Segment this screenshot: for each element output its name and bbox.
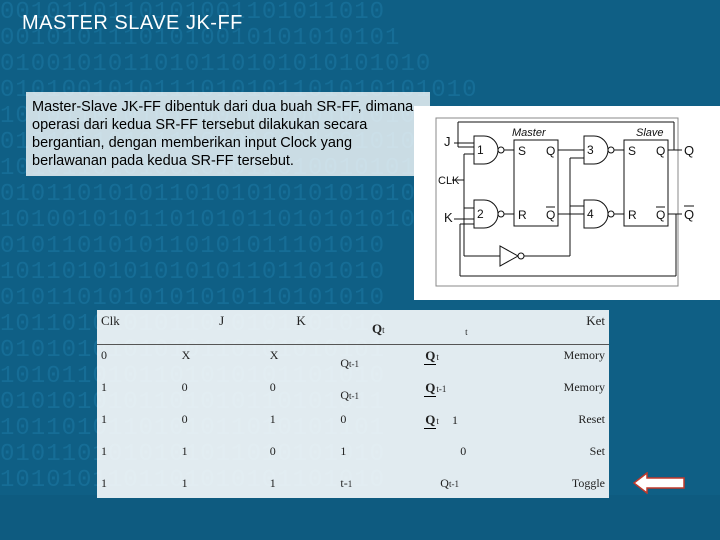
cell-t-pre: Q [440, 476, 449, 490]
cell-ket: Memory [563, 380, 605, 394]
header-t-label: t [465, 327, 468, 337]
cell-qt-main: Q [340, 356, 350, 370]
gate-4-label: 4 [587, 207, 594, 221]
cell-clk: 1 [101, 476, 107, 490]
cell-ket: Set [589, 444, 605, 458]
label-qbar-out: Q [684, 207, 694, 222]
cell-qt-main: 0 [340, 412, 347, 426]
cell-qt-main: Q [340, 388, 350, 402]
cell-t-sub: t [436, 352, 439, 362]
cell-clk: 0 [101, 348, 107, 362]
truth-table-panel: Clk J K Qt t Ket 0 X X Qt-1 Qt Memory [97, 310, 609, 498]
cell-t: Qt-1 [420, 377, 512, 409]
cell-qt-sub: t-1 [349, 391, 360, 401]
back-arrow-icon[interactable] [633, 472, 685, 494]
gate-3-label: 3 [587, 143, 594, 157]
header-j: J [177, 310, 266, 345]
header-t: t [420, 310, 513, 345]
cell-clk: 1 [101, 444, 107, 458]
table-row: 0 X X Qt-1 Qt Memory [97, 345, 609, 378]
label-q2: Q [656, 144, 665, 158]
header-qt-label: Q [372, 321, 383, 336]
description-text: Master-Slave JK-FF dibentuk dari dua bua… [32, 99, 414, 169]
cell-k: 0 [269, 380, 276, 394]
sr-ff-slave [623, 139, 669, 227]
truth-table: Clk J K Qt t Ket 0 X X Qt-1 Qt Memory [97, 310, 609, 505]
gate-1-label: 1 [477, 143, 484, 157]
description-box: Master-Slave JK-FF dibentuk dari dua bua… [26, 92, 430, 176]
table-row: 1 0 1 0 Qt 1 Reset [97, 409, 609, 441]
bottom-band [0, 495, 720, 540]
cell-j: 1 [181, 444, 188, 458]
cell-j: 1 [181, 476, 188, 490]
inverter-gate [499, 245, 520, 267]
label-qbar2: Q [656, 208, 665, 222]
cell-k: 1 [269, 412, 276, 426]
table-row: 1 1 0 1 0 Set [97, 441, 609, 473]
cell-k: 1 [269, 476, 276, 490]
header-ket: Ket [512, 310, 609, 345]
header-qt: Qt [336, 310, 421, 345]
q-overline-symbol: Q [424, 412, 437, 429]
cell-qt: 1 [336, 441, 420, 473]
table-row: 1 1 1 t-1 Qt-1 Toggle [97, 473, 609, 505]
cell-qt: t-1 [336, 473, 420, 505]
cell-qt: 0 [336, 409, 420, 441]
cell-qt: Qt-1 [336, 377, 420, 409]
jk-ff-diagram: Master Slave J CLK K 1 2 S R Q Q 3 4 [414, 106, 720, 300]
cell-t: 0 [420, 441, 512, 473]
table-header-row: Clk J K Qt t Ket [97, 310, 609, 345]
cell-t-value: 1 [451, 413, 458, 427]
cell-qt: Qt-1 [336, 345, 420, 378]
diagram-border [435, 117, 679, 287]
cell-t-sub: t-1 [448, 479, 459, 489]
label-j: J [444, 134, 451, 149]
cell-qt-sub: t-1 [349, 359, 360, 369]
label-k: K [444, 210, 453, 225]
label-qbar1: Q [546, 208, 555, 222]
cell-j: 0 [181, 412, 188, 426]
sr-ff-master [513, 139, 559, 227]
cell-ket: Reset [578, 412, 605, 426]
header-qt-sub: t [382, 325, 385, 335]
cell-qt-main: t- [340, 476, 348, 490]
label-s1: S [518, 144, 526, 158]
cell-clk: 1 [101, 380, 107, 394]
q-overline-symbol: Q [424, 348, 437, 365]
cell-t: Qt 1 [420, 409, 512, 441]
table-row: 1 0 0 Qt-1 Qt-1 Memory [97, 377, 609, 409]
label-slave: Slave [636, 127, 664, 139]
cell-k: X [269, 348, 279, 362]
q-overline-symbol: Q [424, 380, 437, 397]
slide-title: MASTER SLAVE JK-FF [22, 12, 243, 34]
cell-t-sub: t [436, 416, 439, 426]
label-r2: R [628, 208, 637, 222]
label-clk: CLK [438, 175, 460, 187]
cell-t-value: 0 [460, 444, 467, 458]
diagram-svg: Master Slave J CLK K 1 2 S R Q Q 3 4 [435, 117, 694, 287]
cell-k: 0 [269, 444, 276, 458]
cell-j: X [181, 348, 191, 362]
cell-ket: Toggle [571, 476, 605, 490]
label-r1: R [518, 208, 527, 222]
label-q1: Q [546, 144, 555, 158]
cell-j: 0 [181, 380, 188, 394]
label-master: Master [512, 127, 547, 139]
gate-2-label: 2 [477, 207, 484, 221]
label-s2: S [628, 144, 636, 158]
header-k: K [265, 310, 337, 345]
cell-t: Qt-1 [420, 473, 512, 505]
cell-t-sub: t-1 [436, 384, 447, 394]
cell-qt-main: 1 [340, 444, 347, 458]
cell-clk: 1 [101, 412, 107, 426]
cell-ket: Memory [563, 348, 605, 362]
cell-qt-sub: 1 [347, 479, 353, 489]
label-q-out: Q [684, 143, 694, 158]
cell-t: Qt [420, 345, 512, 378]
header-clk: Clk [97, 310, 178, 345]
